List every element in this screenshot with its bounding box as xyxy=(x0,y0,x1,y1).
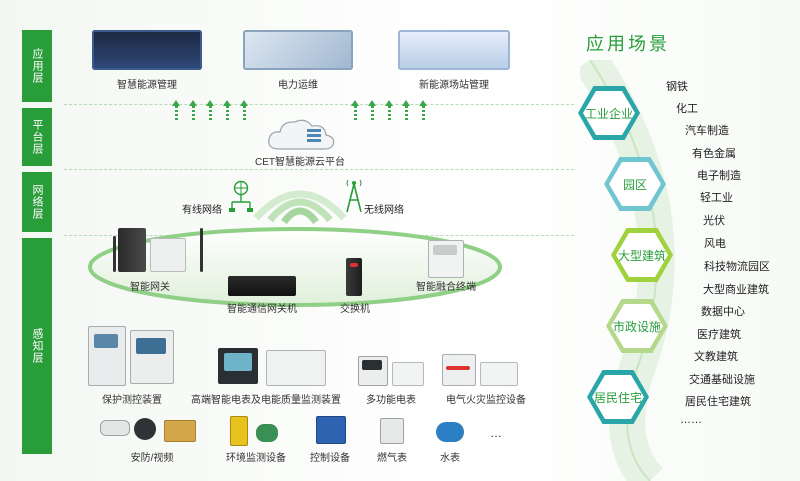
layer-network: 网络层 xyxy=(22,172,52,232)
smart-meter-screen xyxy=(224,353,252,371)
protection-device-screen xyxy=(94,334,118,348)
more-ellipsis: … xyxy=(490,426,502,440)
industry-item: 钢铁 xyxy=(666,81,688,93)
up-arrow-icon xyxy=(419,100,427,120)
device-label-fusion-terminal: 智能融合终端 xyxy=(416,282,476,293)
new-energy-station-screen xyxy=(398,30,510,70)
industry-item: 光伏 xyxy=(703,215,725,227)
multifunction-meter-screen xyxy=(362,360,382,370)
industry-item: 汽车制造 xyxy=(685,125,729,137)
industry-item: 电子制造 xyxy=(697,170,741,182)
up-arrow-icon xyxy=(351,100,359,120)
sensing-label-protection: 保护测控装置 xyxy=(102,395,162,406)
fire-monitor-indicator xyxy=(446,366,470,370)
app-label-new-energy: 新能源场站管理 xyxy=(419,80,489,91)
industry-item: 文教建筑 xyxy=(694,351,738,363)
sensing-label-security: 安防/视频 xyxy=(130,453,174,464)
industry-item: 数据中心 xyxy=(701,306,745,318)
switch-device xyxy=(346,258,362,296)
sensing-label-smart-meter: 高端智能电表及电能质量监测装置 xyxy=(191,395,341,406)
separator xyxy=(64,169,574,170)
wired-network-icon xyxy=(229,180,253,212)
industry-item: 有色金属 xyxy=(692,148,736,160)
industry-item: 居民住宅建筑 xyxy=(685,396,751,408)
wired-network-label: 有线网络 xyxy=(182,205,222,216)
up-arrow-icon xyxy=(172,100,180,120)
communication-gateway-device xyxy=(228,276,296,296)
antenna-rod xyxy=(200,228,203,272)
antenna-icon xyxy=(346,179,362,213)
up-arrow-icon xyxy=(368,100,376,120)
cloud-icon xyxy=(268,119,335,150)
smart-gateway-module xyxy=(150,238,186,272)
device-label-comm-gateway: 智能通信网关机 xyxy=(227,304,297,315)
industry-item: …… xyxy=(680,414,702,426)
control-device xyxy=(316,416,346,444)
wifi-signal-icon xyxy=(253,190,347,225)
multifunction-meter-module xyxy=(392,362,424,386)
wireless-network-label: 无线网络 xyxy=(364,205,404,216)
protection-device-screen xyxy=(136,338,166,354)
up-arrow-icon xyxy=(206,100,214,120)
device-label-switch: 交换机 xyxy=(340,304,370,315)
scenes-title: 应用场景 xyxy=(586,34,670,54)
device-label-smart-gateway: 智能网关 xyxy=(130,282,170,293)
power-operation-screen xyxy=(243,30,353,70)
layer-platform: 平台层 xyxy=(22,108,52,166)
smart-gateway-device xyxy=(118,228,146,272)
industry-item: 大型商业建筑 xyxy=(703,284,769,296)
sensing-label-gas-meter: 燃气表 xyxy=(377,453,407,464)
power-quality-device xyxy=(266,350,326,386)
up-arrow-icon xyxy=(240,100,248,120)
security-camera-device xyxy=(100,420,130,436)
sensing-label-multifunction-meter: 多功能电表 xyxy=(366,395,416,406)
gas-meter-device xyxy=(380,418,404,444)
sensing-label-control: 控制设备 xyxy=(310,453,350,464)
antenna-rod xyxy=(113,236,116,272)
app-label-power-ops: 电力运维 xyxy=(278,80,318,91)
water-meter-device xyxy=(436,422,464,442)
fusion-terminal-panel xyxy=(433,245,457,255)
fire-monitor-module xyxy=(480,362,518,386)
industry-item: 风电 xyxy=(704,238,726,250)
up-arrow-icon xyxy=(189,100,197,120)
industry-item: 医疗建筑 xyxy=(697,329,741,341)
network-ring xyxy=(88,227,502,307)
up-arrow-icon xyxy=(402,100,410,120)
switch-indicator xyxy=(350,263,358,267)
app-label-energy: 智慧能源管理 xyxy=(117,80,177,91)
up-arrow-icon xyxy=(385,100,393,120)
sensing-label-water-meter: 水表 xyxy=(440,453,460,464)
dome-camera-device xyxy=(134,418,156,440)
up-arrow-icon xyxy=(223,100,231,120)
sensing-label-environment: 环境监测设备 xyxy=(226,453,286,464)
industry-item: 科技物流园区 xyxy=(704,261,770,273)
sensing-label-fire-monitor: 电气火灾监控设备 xyxy=(446,395,526,406)
industry-item: 轻工业 xyxy=(700,192,733,204)
environment-sensor-device xyxy=(230,416,248,446)
layer-application: 应用层 xyxy=(22,30,52,102)
industry-item: 化工 xyxy=(676,103,698,115)
platform-label: CET智慧能源云平台 xyxy=(255,157,345,168)
energy-management-screen xyxy=(92,30,202,70)
layer-sensing: 感知层 xyxy=(22,238,52,454)
industry-item: 交通基础设施 xyxy=(689,374,755,386)
video-panel-device xyxy=(164,420,196,442)
environment-sensor-device xyxy=(256,424,278,442)
separator xyxy=(64,104,574,105)
fire-monitor-device xyxy=(442,354,476,386)
